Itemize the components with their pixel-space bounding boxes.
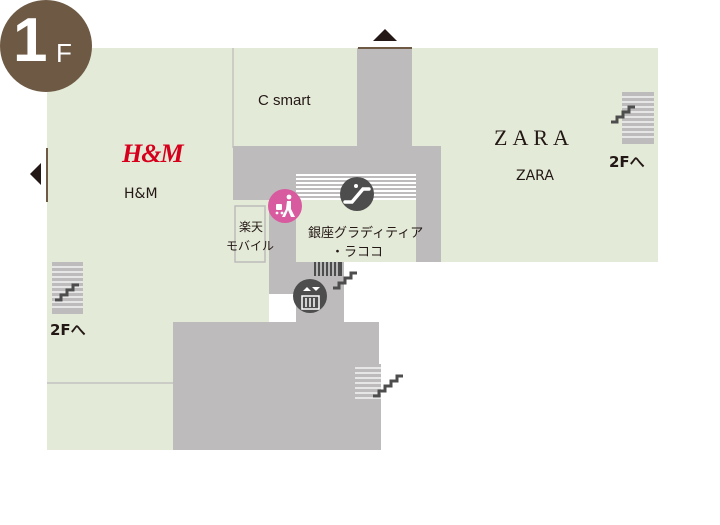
stairs-south[interactable] — [355, 364, 403, 404]
c-smart-label: C smart — [258, 92, 311, 109]
zara-shop-area[interactable] — [412, 48, 658, 262]
floor-unit: F — [56, 38, 72, 68]
stairs-zara[interactable] — [611, 92, 654, 144]
stairs-icon — [55, 283, 79, 302]
floor-number: 1 — [13, 6, 48, 75]
escalator-icon[interactable] — [340, 177, 374, 211]
rakuten-mobile-label-line1: 楽天 — [239, 220, 264, 234]
stairs-to-2f-label-hm[interactable]: 2Fへ — [50, 321, 86, 339]
stairs-icon — [373, 374, 403, 398]
stairs-icon — [333, 271, 357, 290]
zara-label: ZARA — [516, 168, 554, 184]
ginza-graditia-label-line2: ・ラココ — [331, 245, 384, 260]
corridor-north — [357, 48, 412, 148]
ginza-graditia-label-line1: 銀座グラディティア — [308, 226, 424, 241]
hm-label: H&M — [124, 186, 158, 202]
elevator-icon[interactable] — [293, 279, 327, 313]
exit-arrow-north-icon[interactable] — [373, 29, 397, 41]
stairs-to-2f-label-zara[interactable]: 2Fへ — [609, 153, 645, 171]
exit-arrow-west-icon[interactable] — [30, 163, 41, 185]
c-smart-shop-area[interactable] — [233, 48, 357, 148]
zara-logo: ZARA — [494, 125, 574, 150]
stairs-center[interactable] — [314, 262, 357, 290]
floor-badge — [0, 0, 92, 92]
rakuten-mobile-label-line2: モバイル — [226, 239, 275, 253]
rakuten-mobile-shop-area[interactable] — [234, 205, 266, 263]
hm-logo: H&M — [122, 139, 184, 168]
stairs-icon — [611, 105, 635, 124]
corridor-east-stub — [416, 146, 441, 262]
nursing-room-icon[interactable] — [268, 189, 302, 223]
stairs-hm[interactable] — [52, 262, 83, 314]
